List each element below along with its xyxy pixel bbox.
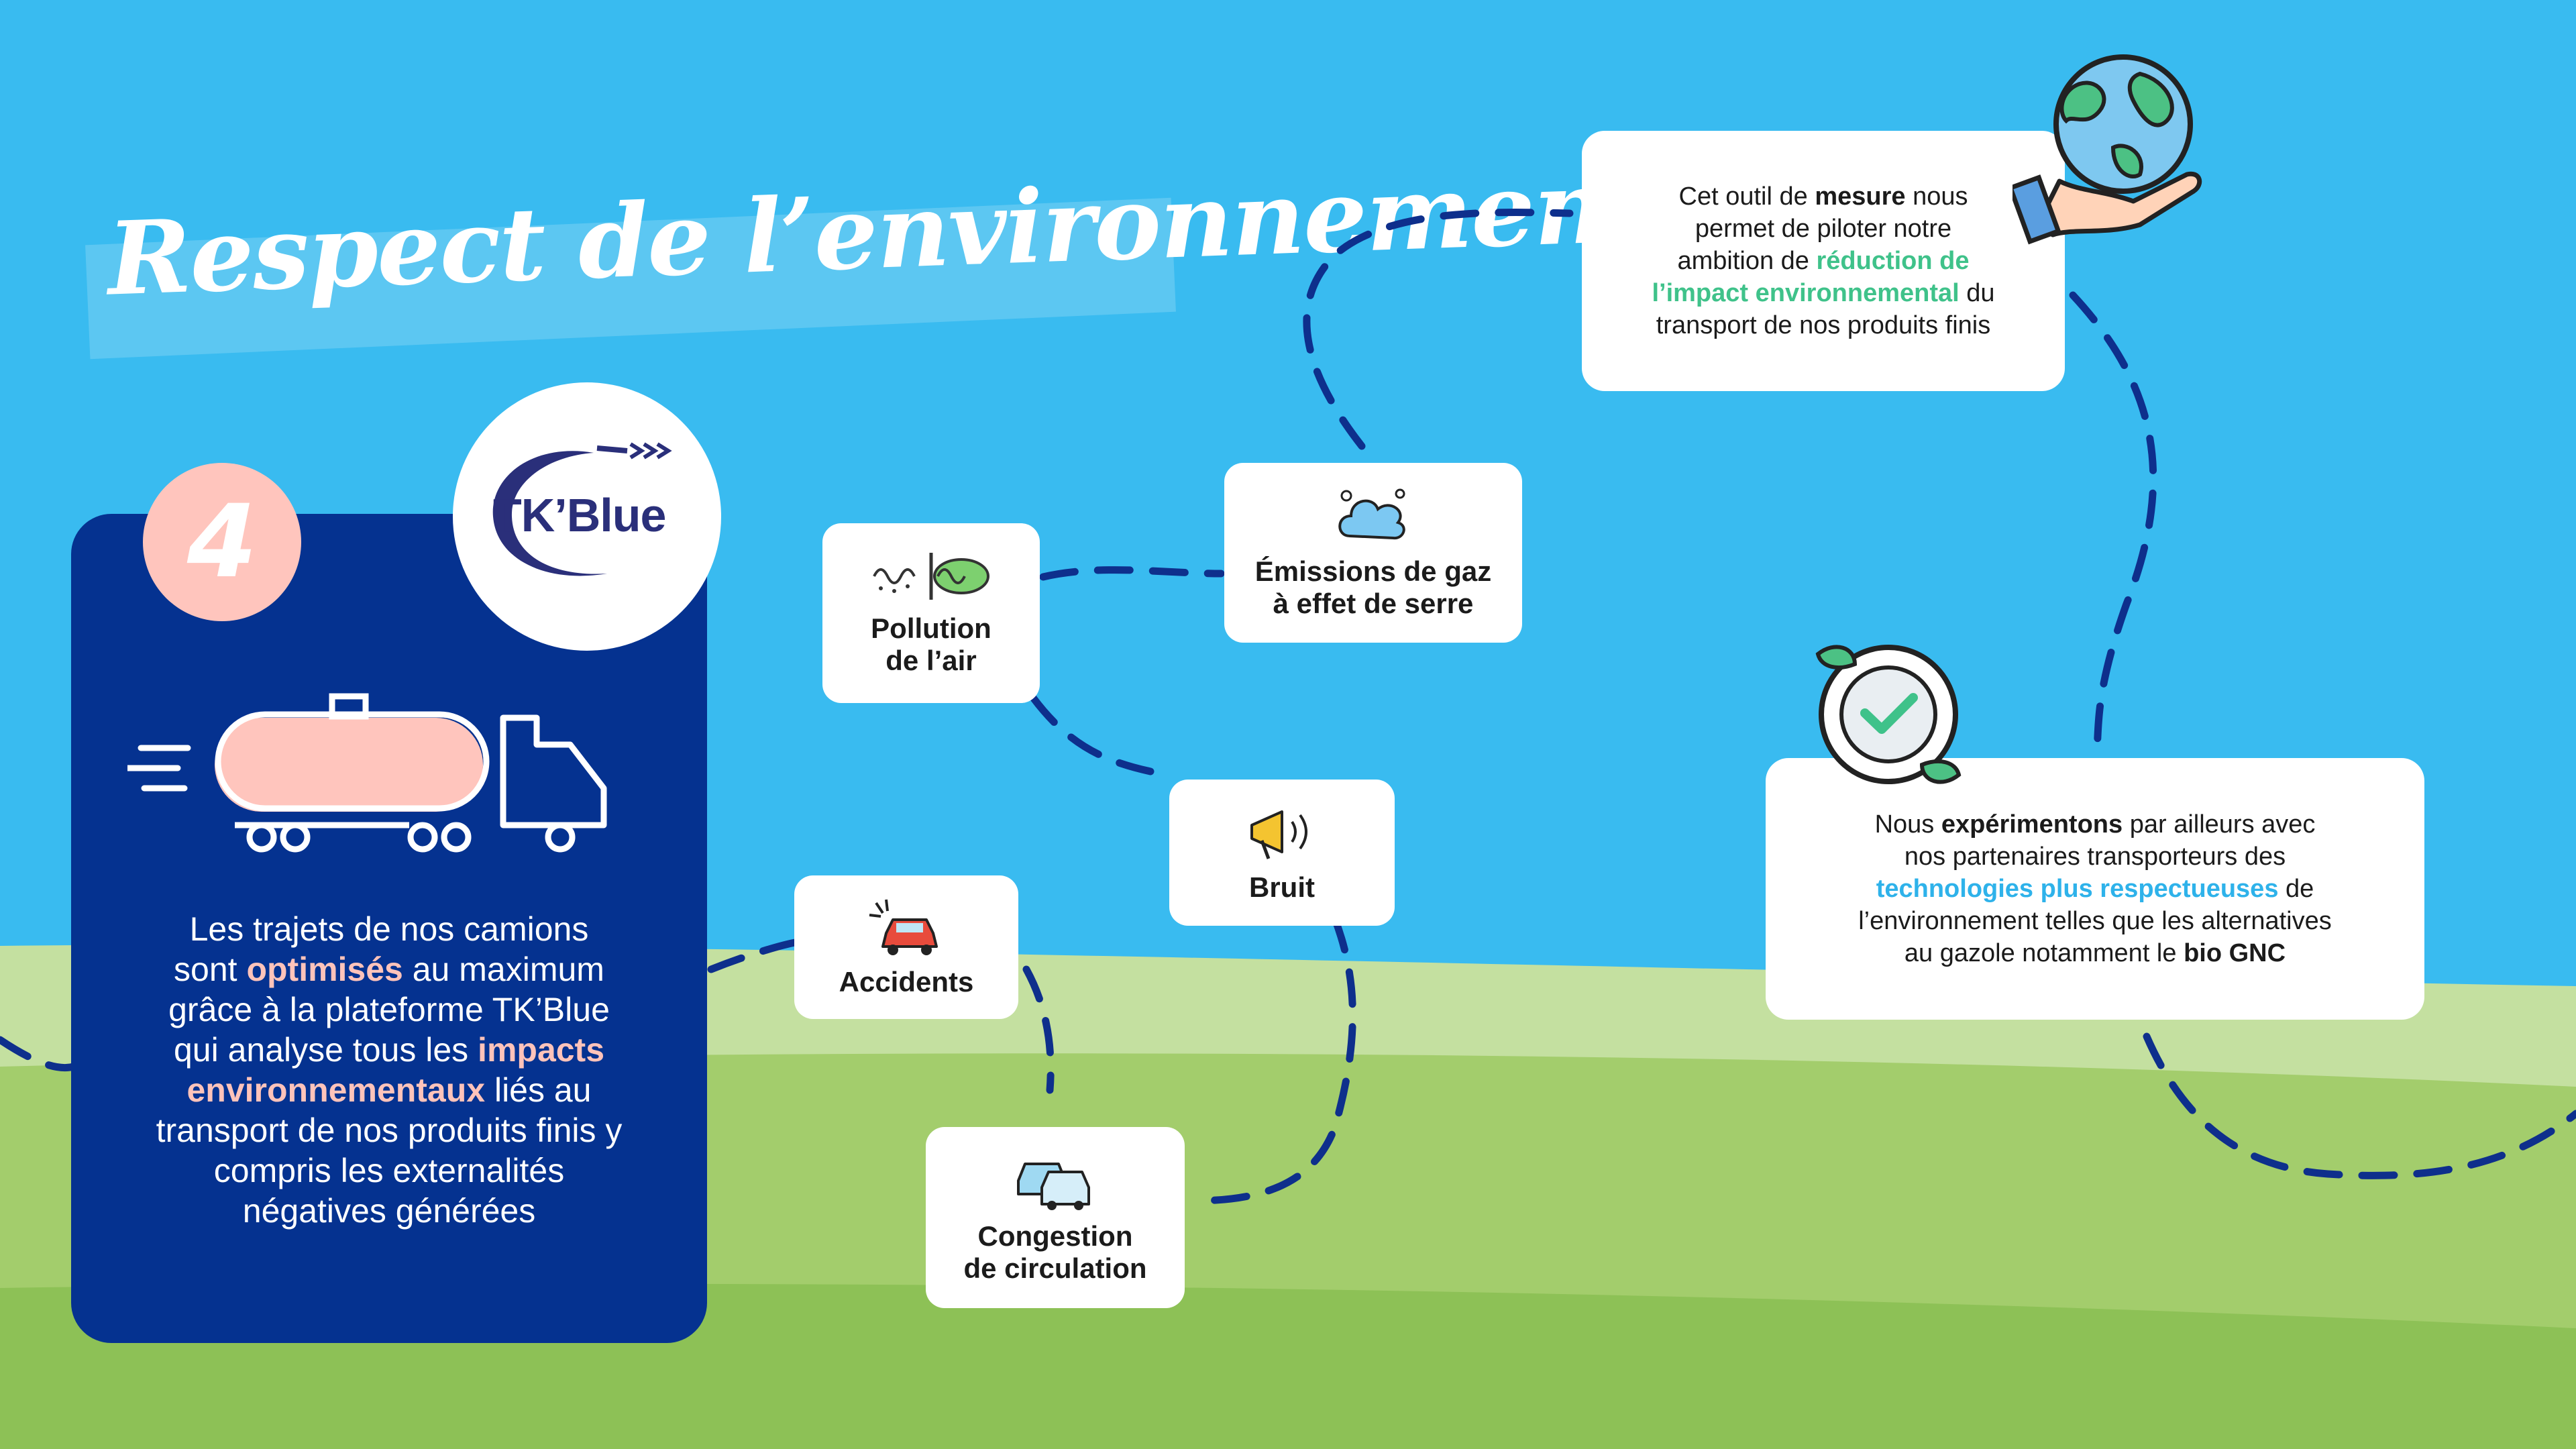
node-pollution: Pollution de l’air [822, 523, 1040, 703]
step-number-badge: 4 [143, 463, 301, 621]
megaphone-icon [1250, 810, 1307, 859]
panel-line: au maximum [402, 951, 604, 988]
info-box-technologies: Nous expérimentons par ailleurs avec nos… [1766, 758, 2424, 1020]
recycle-check-icon [1815, 645, 1962, 784]
info-line: permet de piloter notre [1695, 215, 1952, 243]
panel-line: grâce à la plateforme TK’Blue [168, 991, 610, 1028]
info-line: transport de nos produits finis [1656, 311, 1991, 339]
node-congestion: Congestion de circulation [926, 1127, 1185, 1308]
info-line: nous [1905, 182, 1968, 211]
info-bold: expérimentons [1941, 810, 2123, 839]
info-line: nos partenaires transporteurs des [1904, 843, 2286, 871]
step-panel [71, 514, 707, 1343]
car-crash-icon [869, 899, 938, 955]
info-line: du [1959, 279, 1995, 307]
node-label: Émissions de gaz à effet de serre [1254, 555, 1492, 619]
panel-line: qui analyse tous les [173, 1031, 478, 1069]
info-box-measure: Cet outil de mesure nous permet de pilot… [1582, 131, 2065, 391]
pollution-icon [873, 553, 989, 600]
info-line: par ailleurs avec [2123, 810, 2316, 839]
highlight-optimises: optimisés [246, 951, 403, 988]
panel-line: Les trajets de nos camions [189, 910, 589, 948]
info-bold: bio GNC [2184, 939, 2286, 967]
info-bold: mesure [1815, 182, 1906, 211]
node-label: Accidents [839, 966, 974, 998]
panel-line: compris les externalités [213, 1152, 565, 1189]
info-line: Cet outil de [1678, 182, 1815, 211]
logo-swoosh-icon [492, 442, 672, 576]
panel-line: liés au [485, 1071, 592, 1109]
node-bruit: Bruit [1169, 780, 1395, 926]
cloud-icon [1338, 488, 1405, 540]
node-emissions: Émissions de gaz à effet de serre [1224, 463, 1522, 643]
traffic-icon [1017, 1163, 1090, 1210]
info-highlight: réduction de [1816, 247, 1970, 275]
tkblue-logo [453, 382, 721, 651]
info-line: ambition de [1677, 247, 1817, 275]
panel-line: transport de nos produits finis y [156, 1112, 623, 1149]
info-line: au gazole notamment le [1904, 939, 2184, 967]
node-label: Pollution de l’air [871, 612, 991, 676]
globe-hand-icon [2012, 54, 2202, 245]
panel-description: Les trajets de nos camions sont optimisé… [101, 909, 678, 1231]
info-highlight: technologies plus respectueuses [1876, 875, 2279, 903]
node-label: Bruit [1249, 871, 1315, 903]
info-line: l’environnement telles que les alternati… [1858, 907, 2332, 935]
info-line: de [2278, 875, 2314, 903]
node-label: Congestion de circulation [963, 1220, 1147, 1284]
logo-text: TK’Blue [493, 489, 666, 541]
node-accidents: Accidents [794, 875, 1018, 1019]
info-highlight: l’impact environnemental [1652, 279, 1960, 307]
panel-line: négatives générées [242, 1192, 536, 1230]
panel-line: sont [174, 951, 247, 988]
truck-tanker-icon [127, 693, 607, 853]
info-line: Nous [1874, 810, 1941, 839]
highlight-environnementaux: environnementaux [186, 1071, 486, 1109]
highlight-impacts: impacts [478, 1031, 605, 1069]
